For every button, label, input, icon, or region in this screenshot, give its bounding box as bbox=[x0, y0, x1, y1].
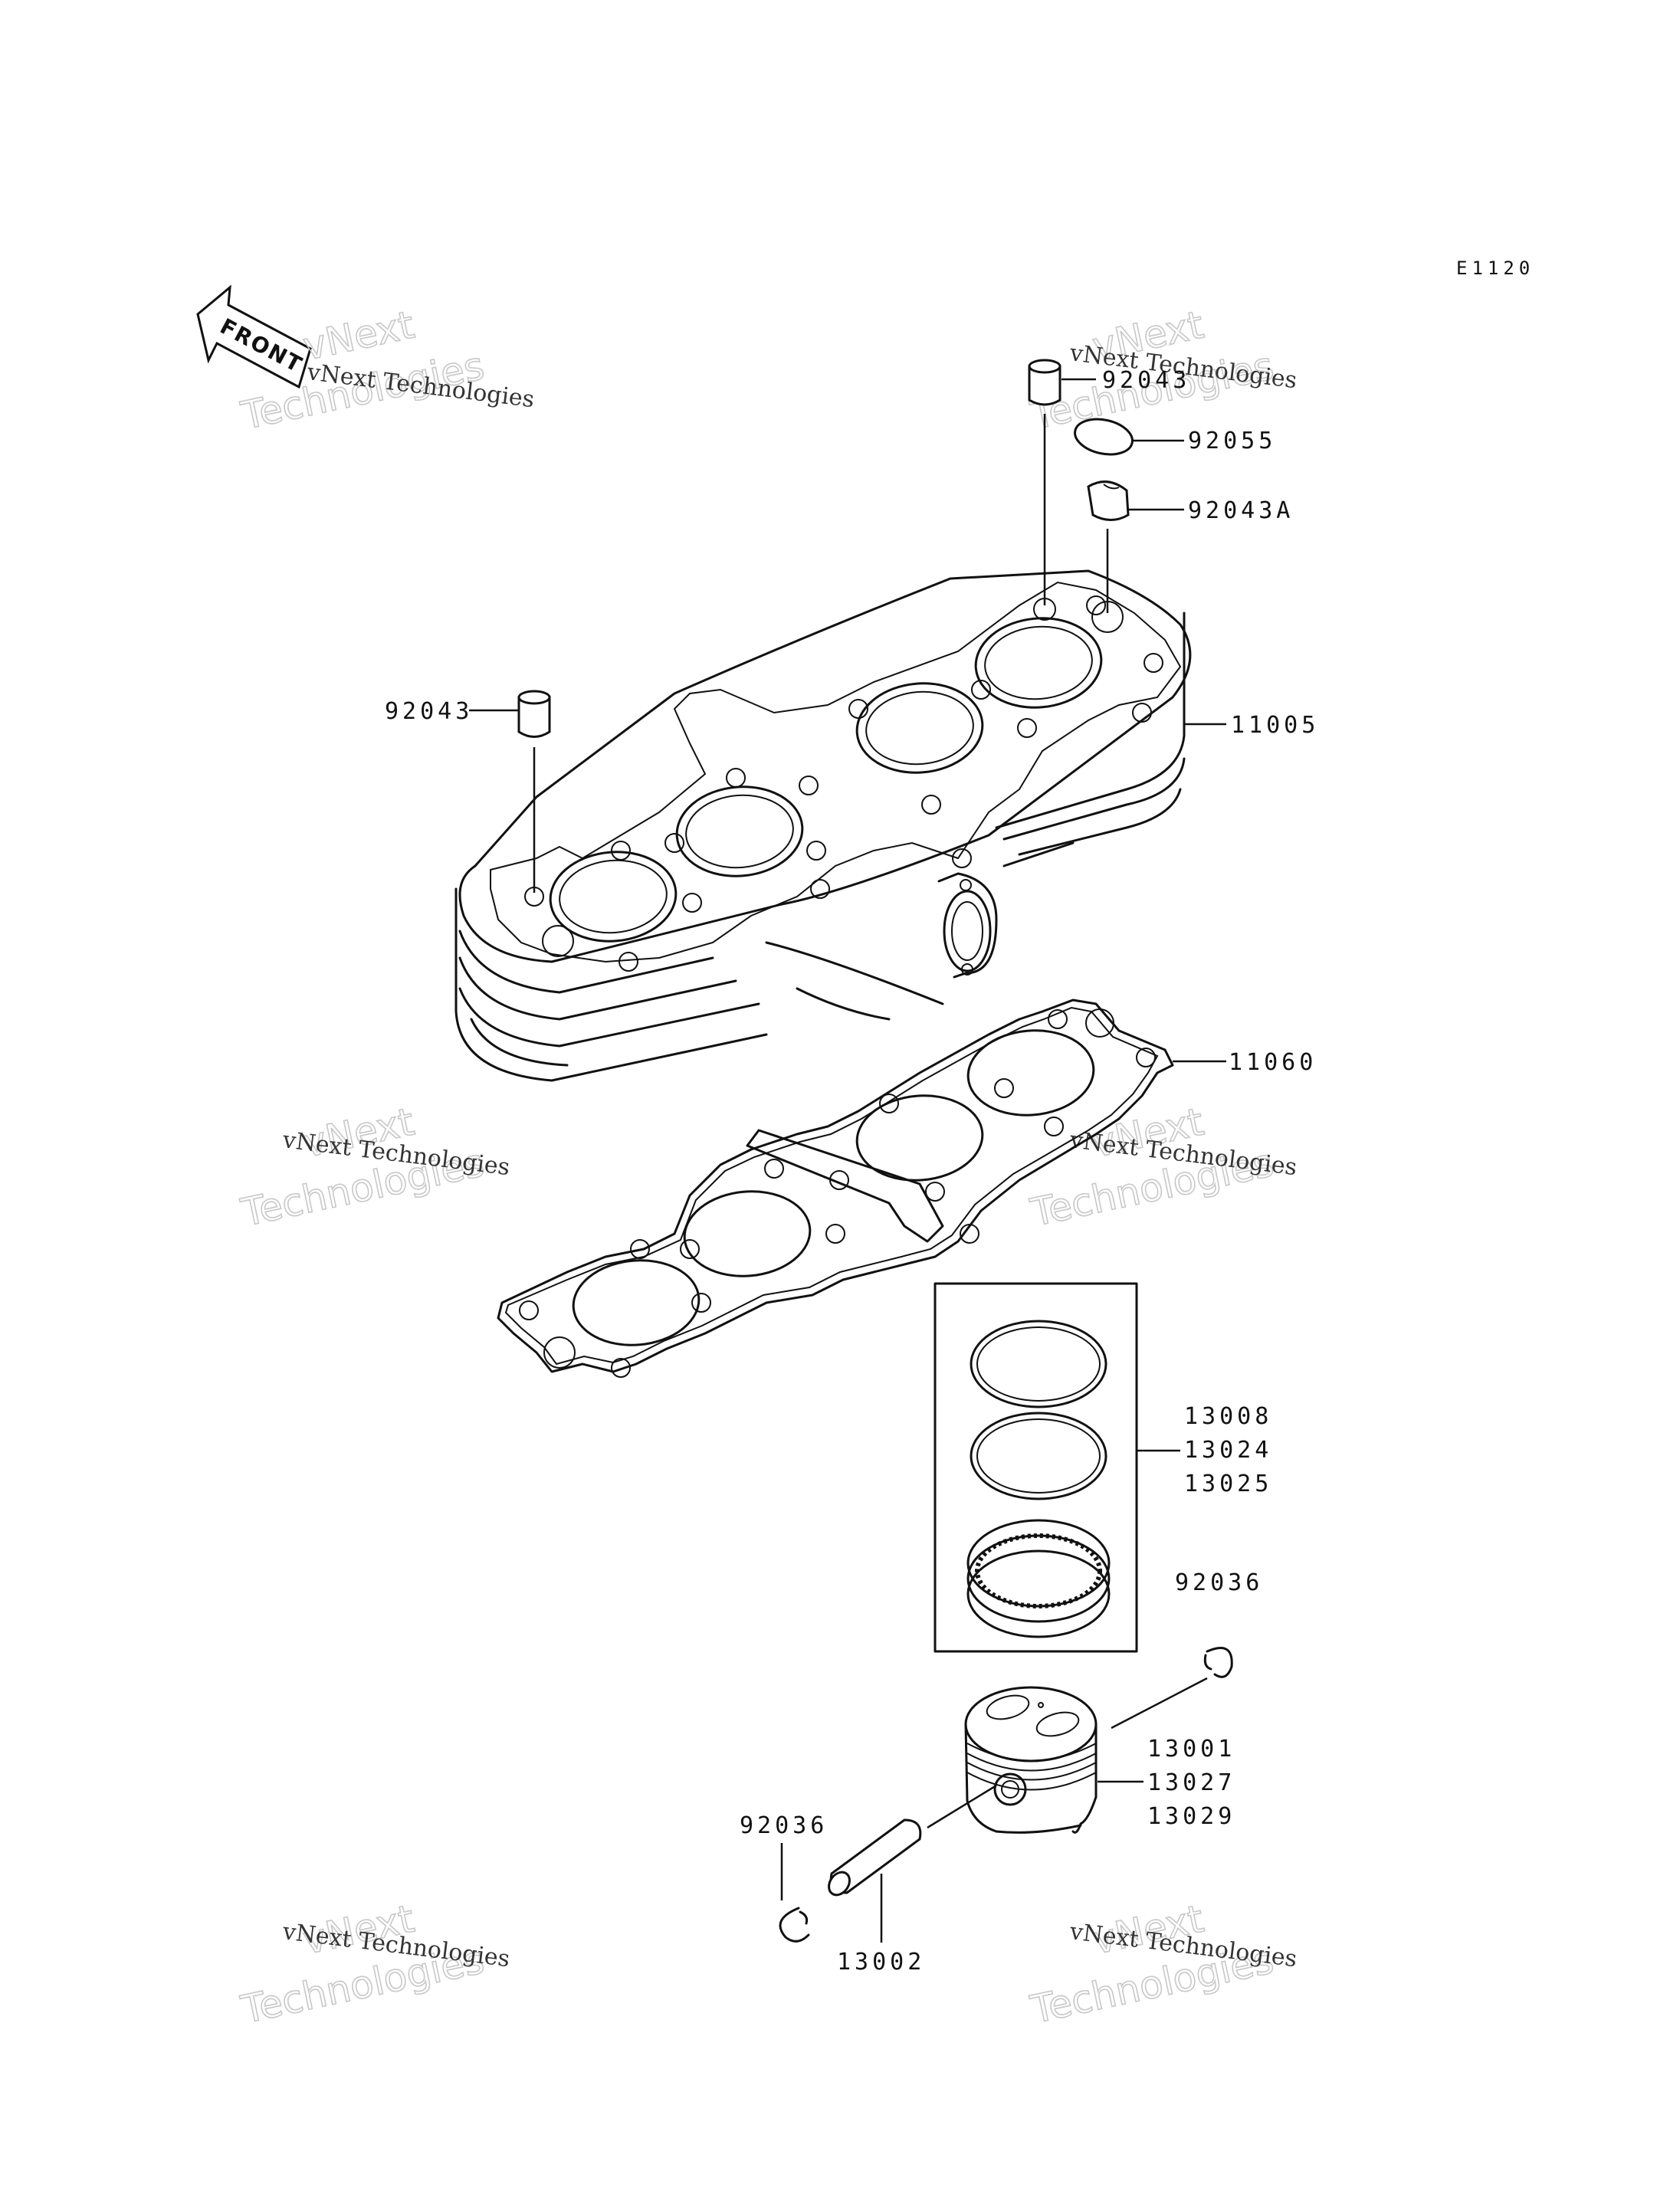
label-11060: 11060 bbox=[1229, 1049, 1317, 1076]
label-13029: 13029 bbox=[1147, 1803, 1235, 1830]
piston-pin bbox=[828, 1784, 997, 1943]
label-13024: 13024 bbox=[1184, 1437, 1272, 1464]
dowel-pin-left bbox=[469, 690, 551, 893]
dowel-pin-top bbox=[1028, 359, 1096, 605]
piston bbox=[964, 1686, 1144, 1834]
watermark-bottom-right: vNext Technologies vNext Technologies bbox=[1026, 1896, 1298, 2033]
label-92036-left: 92036 bbox=[740, 1812, 828, 1839]
label-13002: 13002 bbox=[837, 1949, 925, 1976]
label-92043-left: 92043 bbox=[385, 698, 473, 725]
watermark-mid-left: vNext Technologies vNext Technologies bbox=[237, 1099, 511, 1236]
diagram-code: E1120 bbox=[1456, 257, 1534, 279]
label-13027: 13027 bbox=[1147, 1769, 1235, 1796]
piston-ring-set bbox=[934, 1282, 1180, 1653]
watermark-top-right: vNext Technologies vNext Technologies bbox=[1026, 302, 1298, 439]
label-13001: 13001 bbox=[1147, 1736, 1235, 1763]
label-92043-top: 92043 bbox=[1102, 367, 1190, 394]
head-gasket bbox=[497, 998, 1226, 1378]
o-ring bbox=[1074, 418, 1184, 456]
label-92043A: 92043A bbox=[1188, 497, 1294, 524]
label-11005: 11005 bbox=[1231, 712, 1319, 739]
watermark-bottom-left: vNext Technologies vNext Technologies bbox=[237, 1896, 511, 2033]
circlip-left bbox=[779, 1843, 810, 1943]
label-13008: 13008 bbox=[1184, 1403, 1272, 1430]
circlip-right bbox=[1111, 1647, 1233, 1730]
front-arrow-icon: FRONT bbox=[196, 284, 312, 389]
bushing bbox=[1087, 480, 1184, 613]
label-92036-right: 92036 bbox=[1175, 1569, 1263, 1596]
watermark-mid-right: vNext Technologies vNext Technologies bbox=[1026, 1099, 1298, 1236]
cylinder-block bbox=[454, 569, 1226, 1082]
label-13025: 13025 bbox=[1184, 1471, 1272, 1497]
label-92055: 92055 bbox=[1188, 428, 1276, 454]
